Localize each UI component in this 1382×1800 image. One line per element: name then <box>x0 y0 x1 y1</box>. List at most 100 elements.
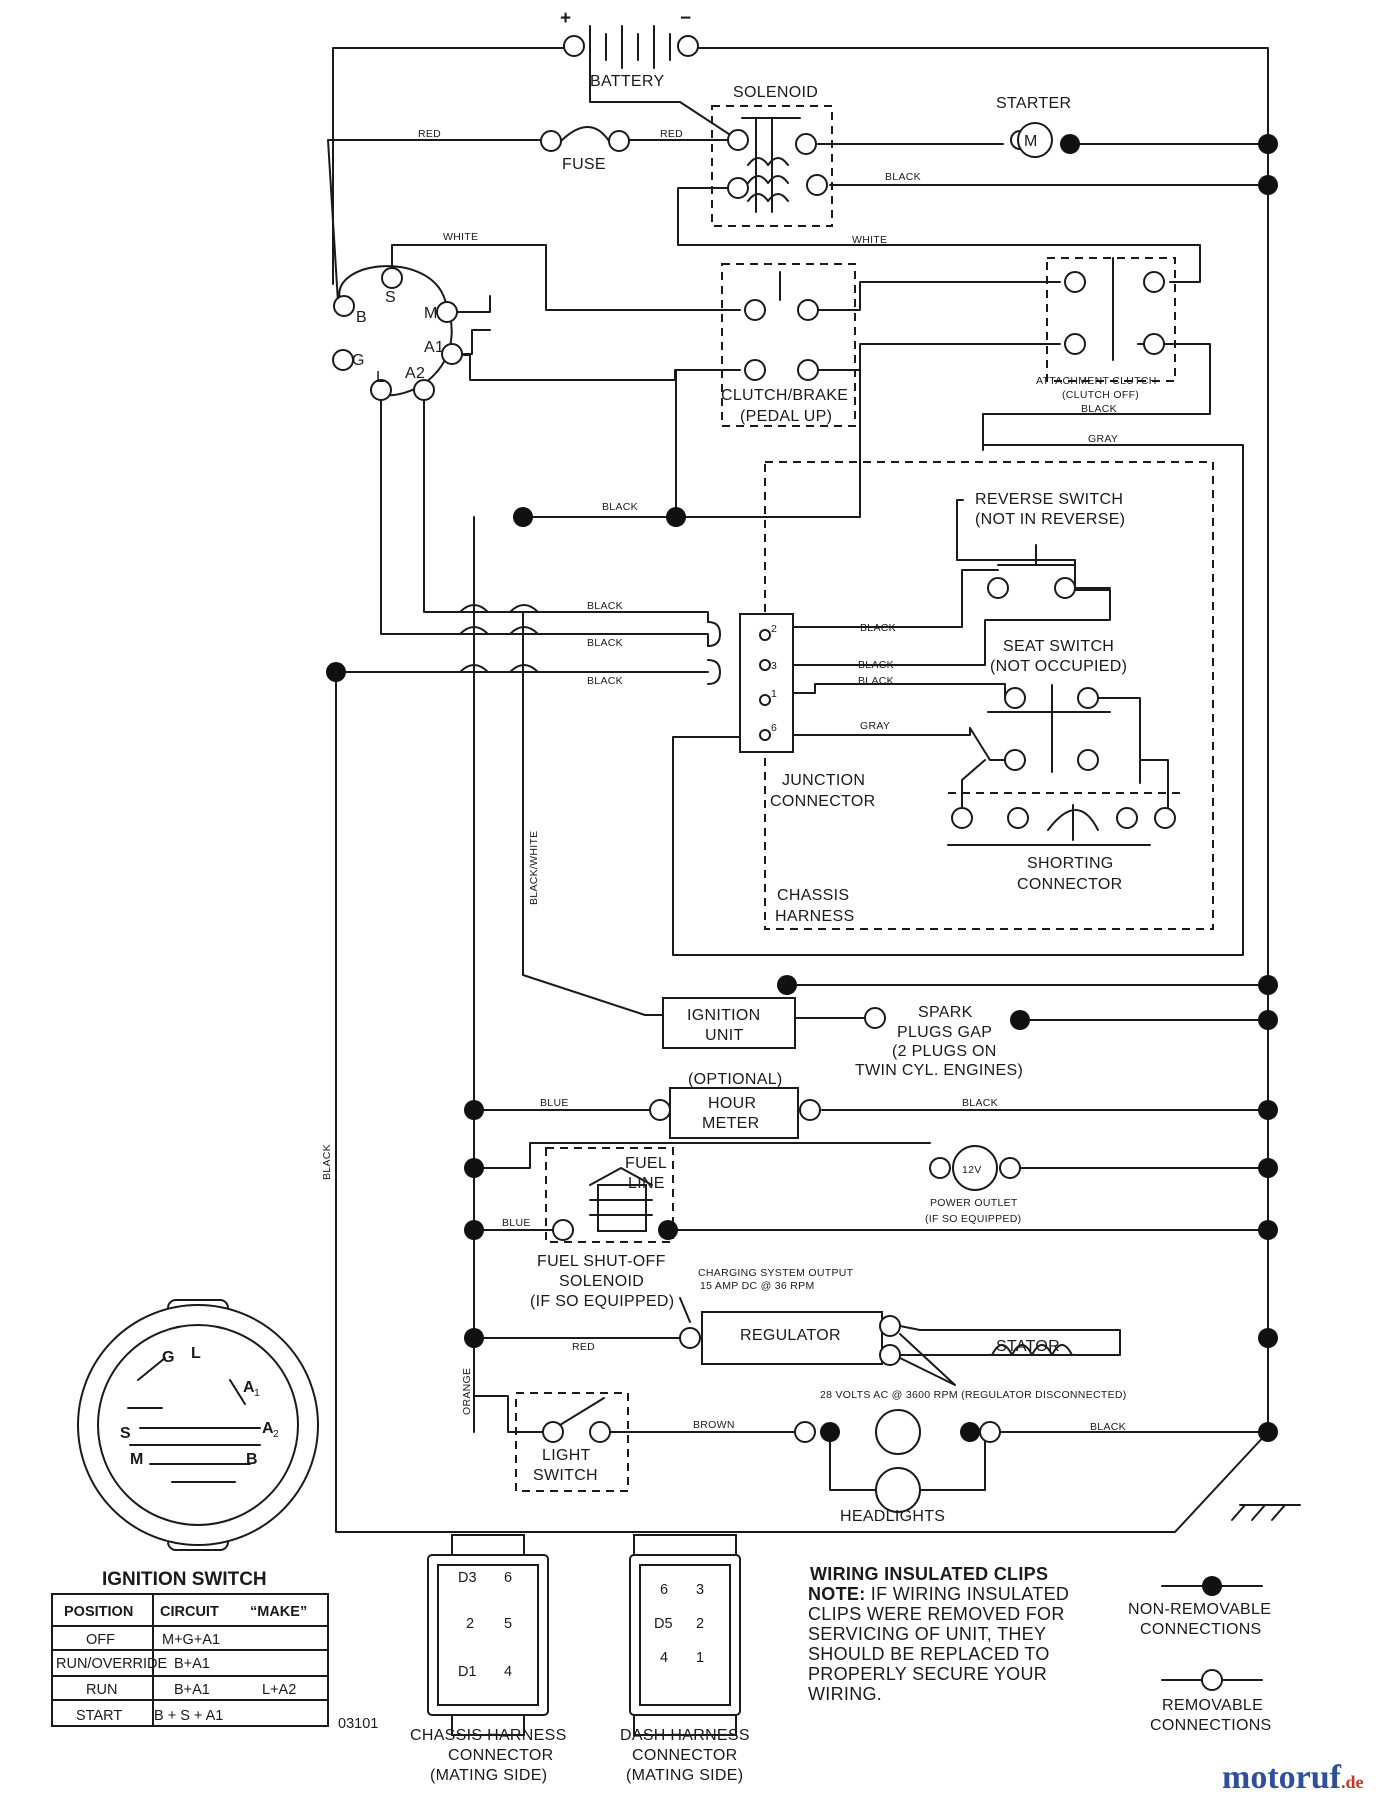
starter-label: STARTER <box>996 95 1071 112</box>
attachment-clutch-sublabel: (CLUTCH OFF) <box>1062 389 1139 401</box>
power-outlet-symbol-text: 12V <box>962 1164 982 1176</box>
battery-label: BATTERY <box>590 73 664 90</box>
attachment-clutch-label: ATTACHMENT CLUTCH <box>1036 375 1157 387</box>
chassis-pin: 2 <box>466 1616 474 1632</box>
ignition-terminals <box>332 265 463 401</box>
volts-arrows <box>899 1333 956 1386</box>
wire-label-gray-2: GRAY <box>860 720 890 732</box>
optional-label: (OPTIONAL) <box>688 1071 783 1088</box>
dash-connector-caption: DASH HARNESS <box>620 1727 750 1744</box>
chassis-pin: 5 <box>504 1616 512 1632</box>
ignition-terminal-B: B <box>356 309 367 326</box>
chassis-harness-enclosure <box>764 461 1214 930</box>
wire-label-brown: BROWN <box>693 1419 735 1431</box>
table-cell: B + S + A1 <box>154 1708 223 1724</box>
chassis-harness-connector: D3 6 2 5 D1 4 CHASSIS HARNESS CONNECTOR … <box>410 1534 566 1784</box>
wire-label-black-9: BLACK <box>858 675 894 687</box>
regulator-label: REGULATOR <box>740 1327 841 1344</box>
clutch-brake-label: CLUTCH/BRAKE <box>721 387 848 404</box>
attachment-clutch-enclosure <box>1046 257 1176 382</box>
dash-pin: 2 <box>696 1616 704 1632</box>
power-outlet-label: POWER OUTLET <box>930 1197 1018 1209</box>
seat-switch <box>969 684 1111 773</box>
dash-pin: 3 <box>696 1582 704 1598</box>
legend-removable-2: CONNECTIONS <box>1150 1717 1272 1734</box>
note-line-2: CLIPS WERE REMOVED FOR <box>808 1604 1065 1624</box>
wire-label-black-11: BLACK <box>962 1097 998 1109</box>
legend-non-removable-2: CONNECTIONS <box>1140 1621 1262 1638</box>
note-line-4: SHOULD BE REPLACED TO <box>808 1644 1050 1664</box>
wire-label-black-4: BLACK <box>587 600 623 612</box>
clutch-brake-enclosure <box>721 263 856 427</box>
chassis-connector-caption: (MATING SIDE) <box>430 1767 547 1784</box>
chassis-pin: D1 <box>458 1664 477 1680</box>
table-cell: RUN <box>86 1682 117 1698</box>
starter-motor <box>1010 122 1053 158</box>
headlights-label: HEADLIGHTS <box>840 1508 945 1525</box>
shorting-connector <box>947 759 1176 846</box>
wire-crossings <box>459 604 539 673</box>
light-switch-sublabel: SWITCH <box>533 1467 598 1484</box>
shorting-connector-label: SHORTING <box>1027 855 1114 872</box>
junction-pin-2: 2 <box>771 623 777 635</box>
starter-motor-letter: M <box>1024 133 1038 150</box>
solenoid-symbol <box>727 117 828 213</box>
table-header-make: “MAKE” <box>250 1604 307 1620</box>
reverse-switch-sublabel: (NOT IN REVERSE) <box>975 511 1125 528</box>
junction-pin-1: 1 <box>771 688 777 700</box>
wire-label-black-10: BLACK <box>321 1144 333 1180</box>
fuel-solenoid-symbol <box>552 1167 653 1241</box>
ignition-terminal-G: G <box>352 352 365 369</box>
fuse-symbol <box>540 126 630 152</box>
table-cell: RUN/OVERRIDE <box>56 1656 168 1672</box>
chassis-pin: D3 <box>458 1570 477 1586</box>
fuse-label: FUSE <box>562 156 606 173</box>
switch-face-G: G <box>162 1349 175 1366</box>
light-switch-symbol <box>542 1397 611 1443</box>
battery-symbol <box>563 25 699 69</box>
legend-non-removable: NON-REMOVABLE <box>1128 1601 1271 1618</box>
junction-connector <box>707 613 794 753</box>
non-removable-connections <box>326 134 1278 1442</box>
chassis-harness-label: CHASSIS <box>777 887 849 904</box>
wire-label-black-2: BLACK <box>1081 403 1117 415</box>
ignition-terminal-A1: A1 <box>424 339 444 356</box>
wire-label-white-2: WHITE <box>852 234 887 246</box>
fuel-line-sublabel: LINE <box>628 1175 665 1192</box>
wire-label-black-1: BLACK <box>885 171 921 183</box>
reverse-switch <box>987 544 1111 599</box>
battery-negative-sign: − <box>680 8 691 29</box>
table-header-circuit: CIRCUIT <box>160 1604 219 1620</box>
note-line-5: PROPERLY SECURE YOUR <box>808 1664 1047 1684</box>
chassis-connector-caption: CONNECTOR <box>448 1747 554 1764</box>
ignition-terminal-A2: A2 <box>405 365 425 382</box>
wire-label-gray-1: GRAY <box>1088 433 1118 445</box>
ignition-terminal-S: S <box>385 289 396 306</box>
spark-label-3: (2 PLUGS ON <box>892 1043 997 1060</box>
wire-label-black-12: BLACK <box>1090 1421 1126 1433</box>
dash-pin: 6 <box>660 1582 668 1598</box>
attachment-clutch-switch <box>1064 257 1165 361</box>
hour-meter-sublabel: METER <box>702 1115 760 1132</box>
ignition-switch-face: G L A 1 A 2 S M B <box>77 1299 319 1551</box>
light-switch-enclosure <box>515 1392 629 1492</box>
table-cell: B+A1 <box>174 1682 210 1698</box>
hour-meter-label: HOUR <box>708 1095 756 1112</box>
battery-positive-sign: + <box>560 8 571 29</box>
clutch-brake-sublabel: (PEDAL UP) <box>740 408 832 425</box>
reverse-switch-label: REVERSE SWITCH <box>975 491 1123 508</box>
junction-connector-label: JUNCTION <box>782 772 865 789</box>
fuel-solenoid-note: (IF SO EQUIPPED) <box>530 1293 674 1310</box>
ignition-terminal-L: L <box>376 369 385 386</box>
spark-label-1: SPARK <box>918 1004 973 1021</box>
chassis-harness-sublabel: HARNESS <box>775 908 854 925</box>
dash-pin: D5 <box>654 1616 673 1632</box>
switch-face-A1-sub: 1 <box>254 1387 260 1399</box>
seat-switch-label: SEAT SWITCH <box>1003 638 1114 655</box>
table-cell: START <box>76 1708 122 1724</box>
switch-face-A1: A <box>243 1379 255 1396</box>
table-cell: OFF <box>86 1632 115 1648</box>
note-title: WIRING INSULATED CLIPS <box>810 1564 1048 1584</box>
junction-pin-6: 6 <box>771 722 777 734</box>
